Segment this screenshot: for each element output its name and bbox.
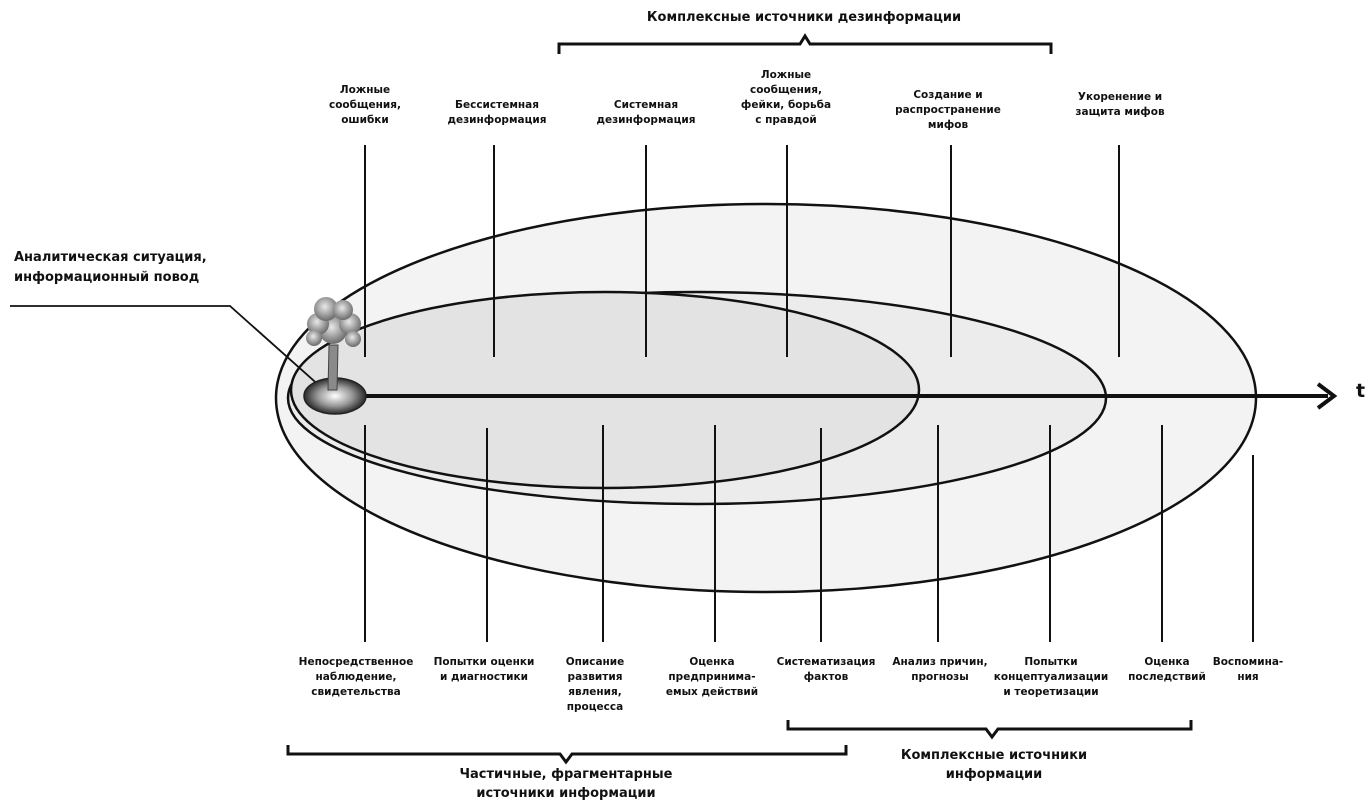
top-brace (557, 33, 1053, 54)
top-tick-lines (364, 145, 1120, 357)
top-label-3: Системная дезинформация (596, 99, 696, 126)
bottom-label-3: Описание развития явления, процесса (565, 656, 625, 713)
time-axis-arrowhead (1316, 382, 1338, 410)
bottom-label-2: Попытки оценки и диагностики (433, 656, 535, 683)
top-label-5: Создание и распространение мифов (895, 89, 1001, 131)
bottom-left-group-heading: Частичные, фрагментарные источники инфор… (459, 767, 673, 801)
bottom-label-8: Оценка последствий (1128, 656, 1206, 683)
bottom-right-group-heading: Комплексные источники информации (900, 748, 1088, 782)
bottom-label-9: Воспомина- ния (1212, 656, 1284, 683)
axis-label-t: t (1356, 380, 1366, 402)
bottom-label-1: Непосредственное наблюдение, свидетельст… (298, 656, 414, 698)
top-group-heading: Комплексные источники дезинформации (646, 10, 962, 25)
bottom-label-4: Оценка предпринима- емых действий (665, 656, 759, 698)
top-label-1: Ложные сообщения, ошибки (328, 84, 402, 126)
ellipse-inner (289, 290, 921, 490)
situation-pointer (10, 305, 323, 389)
top-label-4: Ложные сообщения, фейки, борьба с правдо… (740, 69, 832, 126)
bottom-tick-lines (364, 425, 1254, 642)
bottom-label-6: Анализ причин, прогнозы (892, 656, 988, 683)
bottom-right-brace (786, 720, 1193, 740)
explosion-icon (303, 297, 367, 415)
bottom-label-7: Попытки концептуализации и теоретизации (993, 656, 1109, 698)
situation-label: Аналитическая ситуация, информационный п… (14, 250, 207, 285)
top-label-6: Укоренение и защита мифов (1075, 91, 1165, 118)
top-label-2: Бессистемная дезинформация (447, 99, 547, 126)
bottom-label-5: Систематизация фактов (776, 656, 876, 683)
bottom-left-brace (286, 745, 848, 765)
